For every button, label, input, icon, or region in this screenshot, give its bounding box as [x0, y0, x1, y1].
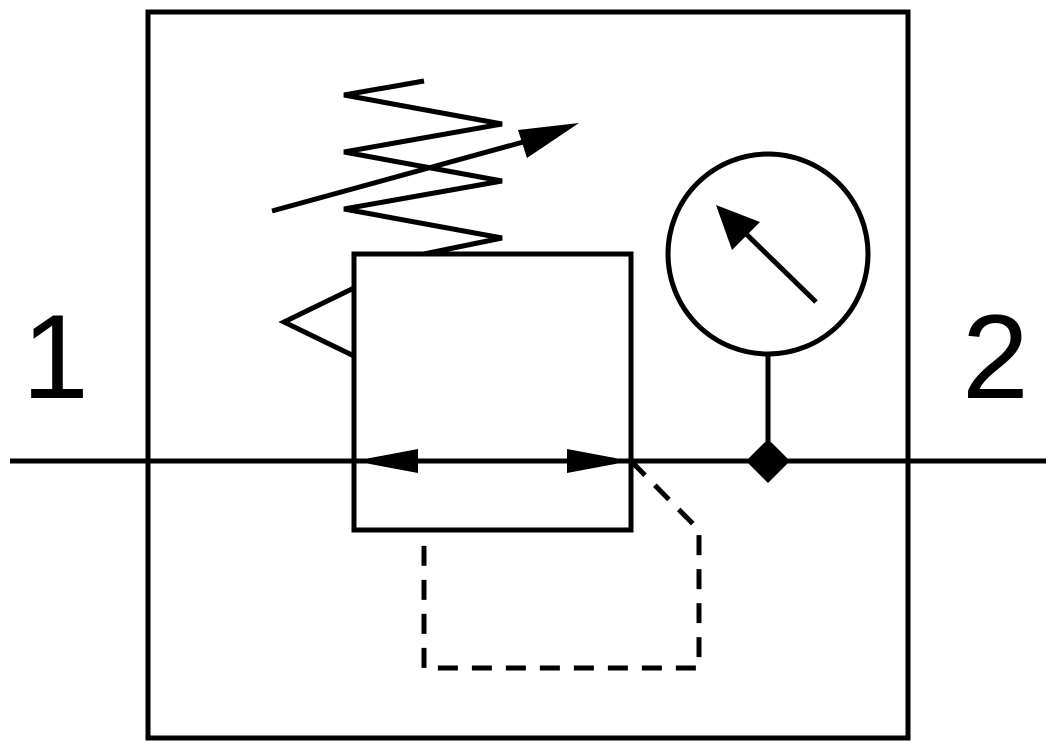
adjust-arrow-shaft [271, 133, 546, 214]
valve-body [351, 251, 634, 533]
gauge-needle [738, 226, 818, 304]
enclosure-frame [145, 9, 911, 741]
relief-triangle [278, 285, 356, 359]
spring-icon [343, 78, 503, 257]
flow-arrow-left-icon [354, 449, 418, 473]
pilot-line [421, 459, 702, 671]
junction-dot [746, 439, 790, 483]
flow-arrow-right-icon [567, 449, 631, 473]
outlet-port-label: 2 [962, 290, 1029, 424]
inlet-port-label: 1 [22, 290, 89, 424]
adjust-arrow-head [518, 123, 579, 158]
gauge-needle-head [716, 205, 760, 250]
